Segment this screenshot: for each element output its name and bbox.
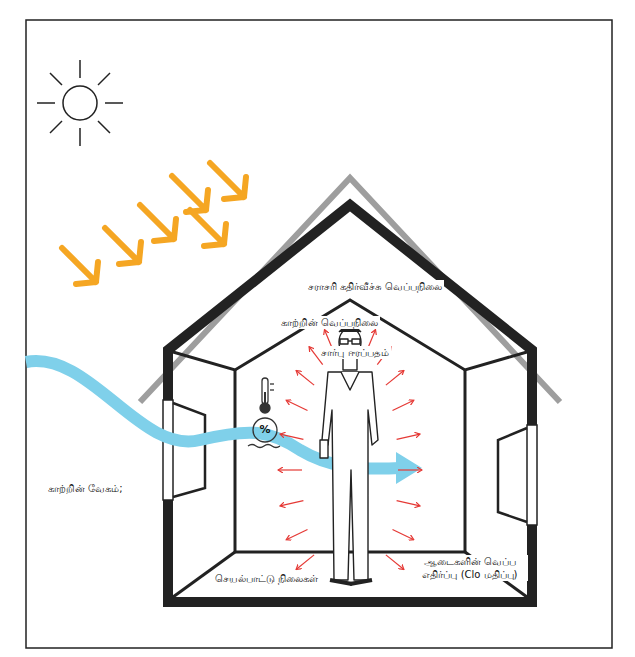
sun-icon <box>37 60 123 146</box>
factor-label: காற்றின் வேகம்; <box>46 482 125 495</box>
frame <box>26 20 612 648</box>
heat-arrow <box>278 469 302 470</box>
factor-label: ஆடைகளின் வெப்ப எதிர்ப்பு (Clo மதிப்பு) <box>412 555 528 581</box>
solar-arrow <box>172 176 208 212</box>
heat-arrow <box>280 434 303 439</box>
person-figure <box>320 326 378 584</box>
heat-arrow <box>296 555 314 570</box>
heat-arrow <box>397 501 420 506</box>
humidity-symbol: % <box>260 423 271 437</box>
solar-arrows <box>62 163 246 284</box>
heat-arrow <box>296 371 314 386</box>
heat-arrow <box>386 371 404 386</box>
thermometer-icon <box>260 378 274 413</box>
solar-arrow <box>105 228 141 264</box>
factor-label: செயல்பாட்டு நிலைகள் <box>213 572 320 585</box>
solar-arrow <box>140 205 176 241</box>
air-flow-head <box>396 452 422 484</box>
factor-label: காற்றின் வெப்பநிலை <box>279 316 380 329</box>
roof <box>140 178 560 402</box>
heat-arrow <box>397 434 420 439</box>
solar-arrow <box>190 210 226 246</box>
humidity-icon <box>248 418 280 448</box>
heat-arrow <box>398 469 422 470</box>
solar-arrow <box>62 248 98 284</box>
heat-arrow <box>393 400 414 410</box>
factor-label: சராசரி கதிர்வீச்சு வெப்பநிலை <box>306 280 444 293</box>
heat-arrow <box>386 555 404 570</box>
heat-arrow <box>286 400 307 410</box>
house-walls <box>163 205 537 605</box>
factor-label: சார்பு ஈரப்பதம் <box>319 346 390 359</box>
heat-arrow <box>286 530 307 540</box>
heat-arrow <box>393 530 414 540</box>
solar-arrow <box>210 163 246 199</box>
heat-arrow <box>280 501 303 506</box>
